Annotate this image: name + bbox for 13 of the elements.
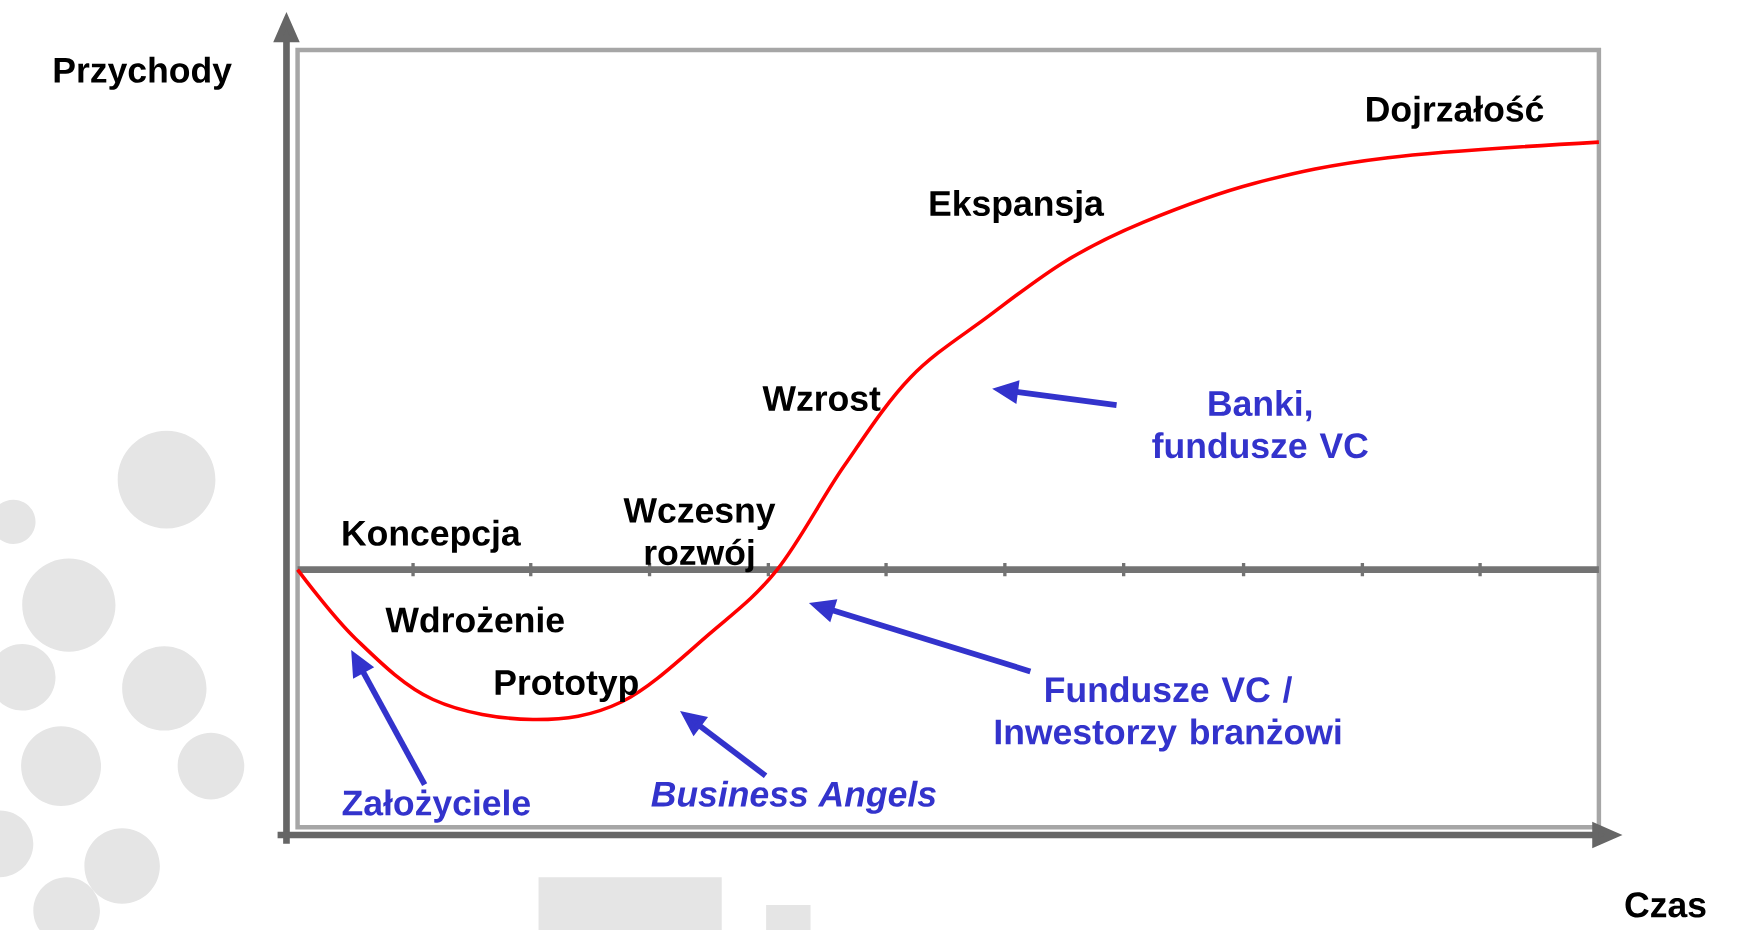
stage-label: Ekspansja bbox=[930, 189, 1105, 223]
funding-source-label: Banki, fundusze VC bbox=[1152, 389, 1368, 459]
stage-label: Czas bbox=[1625, 892, 1706, 918]
stage-label: Koncepcja bbox=[343, 519, 521, 553]
stage-label: Prototyp bbox=[495, 670, 638, 702]
stage-label: Przychody bbox=[54, 56, 232, 90]
funding-source-label: Fundusze VC / Inwestorzy branżowi bbox=[995, 676, 1341, 752]
stage-label: Wczesny rozwój bbox=[623, 497, 776, 572]
stage-label: Wzrost bbox=[762, 386, 881, 411]
funding-source-label: Założyciele bbox=[342, 789, 530, 823]
stage-label: Wdrożenie bbox=[385, 606, 564, 633]
funding-source-label: Business Angels bbox=[651, 780, 936, 814]
stage-label: Dojrzałość bbox=[1367, 95, 1544, 129]
